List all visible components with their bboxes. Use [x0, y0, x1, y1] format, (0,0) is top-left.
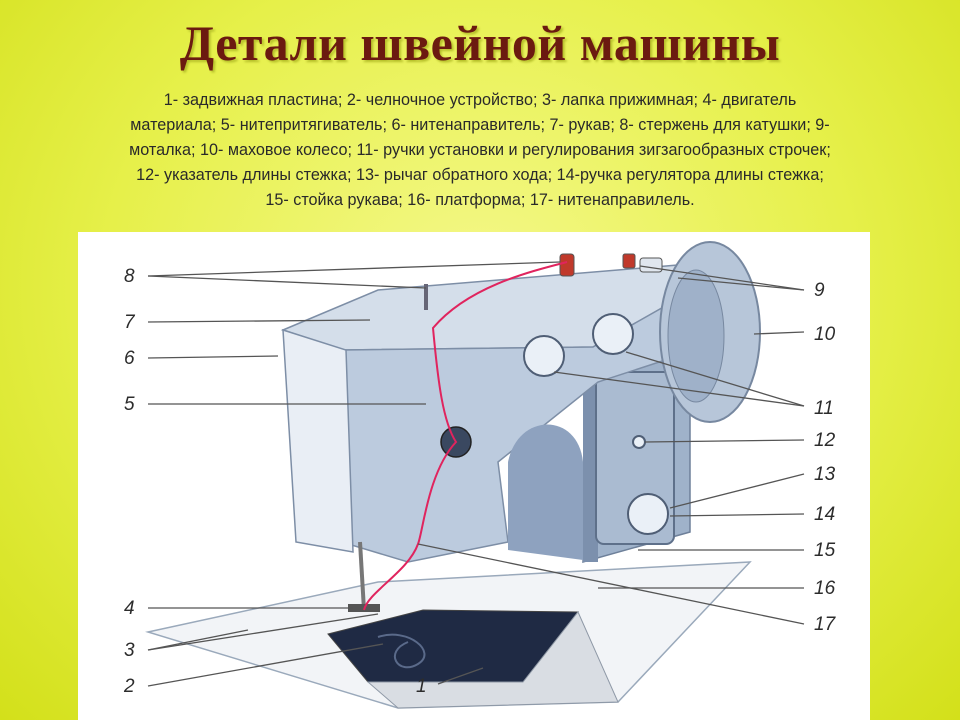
- callout-15: 15: [814, 540, 836, 561]
- arm-arch: [508, 424, 583, 560]
- callout-13: 13: [814, 464, 836, 485]
- leader-lines: [147, 261, 805, 687]
- callout-8: 8: [124, 266, 135, 287]
- callout-14: 14: [814, 504, 835, 525]
- callout-9: 9: [814, 280, 825, 301]
- callout-10: 10: [814, 324, 836, 345]
- parts-legend: 1- задвижная пластина; 2- челночное устр…: [12, 88, 948, 213]
- legend-line: 1- задвижная пластина; 2- челночное устр…: [163, 91, 797, 109]
- callout-2: 2: [123, 676, 135, 697]
- callout-1: 1: [416, 676, 427, 697]
- callout-7: 7: [124, 312, 136, 333]
- needle-bar: [358, 541, 366, 611]
- callout-16: 16: [814, 578, 836, 599]
- callout-12: 12: [814, 430, 836, 451]
- zigzag-dial-1: [523, 335, 565, 377]
- bobbin-winder: [622, 253, 636, 269]
- callout-6: 6: [124, 348, 135, 369]
- sewing-machine-diagram: 8 7 6 5 4 3 2 1 9 10 11 12 13 14 15 16 1…: [123, 241, 837, 709]
- machine-head: [282, 328, 354, 553]
- legend-line: 12- указатель длины стежка; 13- рычаг об…: [136, 166, 824, 184]
- stitch-length-indicator: [632, 435, 646, 449]
- zigzag-dial-2: [592, 313, 634, 355]
- spool: [559, 253, 575, 277]
- legend-line: моталка; 10- маховое колесо; 11- ручки у…: [129, 141, 831, 159]
- arm-pillar-front: [583, 372, 598, 562]
- callout-11: 11: [814, 398, 834, 419]
- slide-plate: [366, 611, 619, 709]
- callout-17: 17: [814, 614, 837, 635]
- thread-path: [363, 261, 568, 611]
- callout-3: 3: [124, 640, 135, 661]
- legend-line: материала; 5- нитепритягиватель; 6- ните…: [130, 116, 830, 134]
- page-title: Детали швейной машины: [179, 15, 781, 71]
- legend-line: 15- стойка рукава; 16- платформа; 17- ни…: [265, 191, 695, 209]
- sewing-machine-figure: 8 7 6 5 4 3 2 1 9 10 11 12 13 14 15 16 1…: [78, 232, 870, 720]
- stitch-length-knob: [627, 493, 669, 535]
- callout-5: 5: [124, 394, 135, 415]
- callout-4: 4: [124, 598, 135, 619]
